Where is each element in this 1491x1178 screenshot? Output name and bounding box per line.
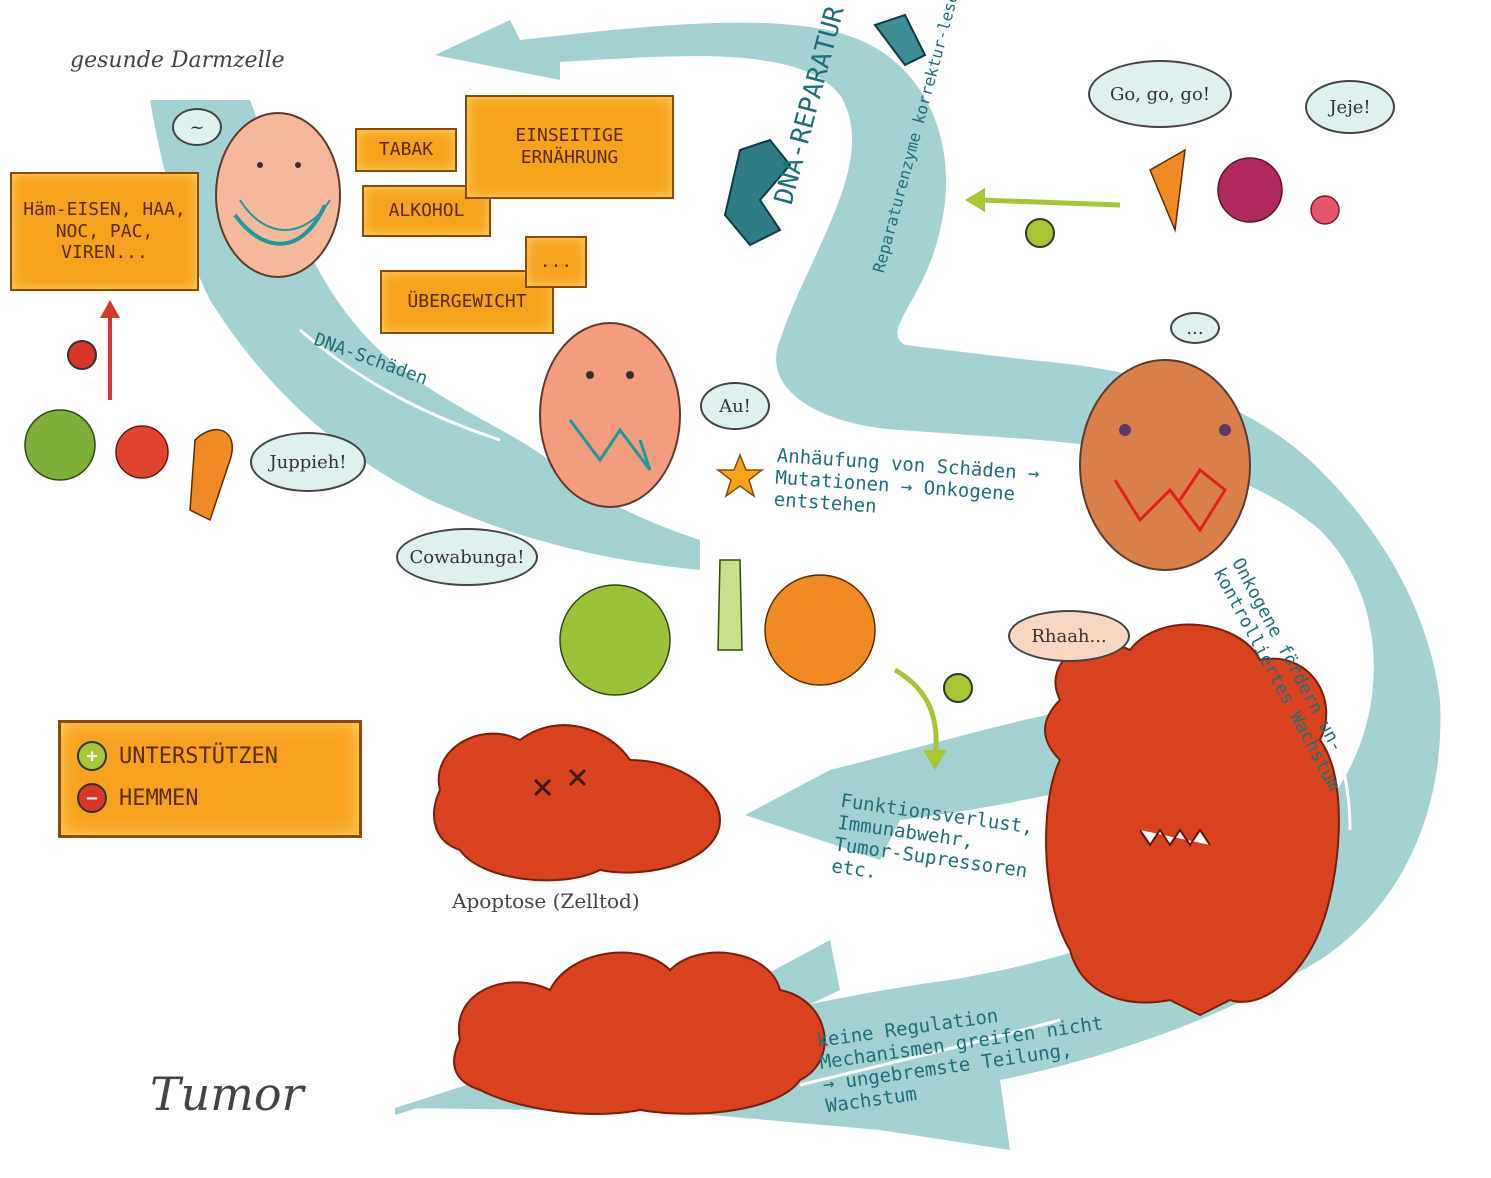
bubble-rhaah: Rhaah... bbox=[1008, 610, 1130, 662]
apoptosis-label: Apoptose (Zelltod) bbox=[452, 890, 640, 913]
tumor-label: Tumor bbox=[150, 1068, 304, 1121]
onion-icon bbox=[765, 575, 875, 685]
carrot-icon bbox=[190, 430, 232, 520]
carrot-icon bbox=[1150, 150, 1185, 230]
bubble-gogogo: Go, go, go! bbox=[1088, 60, 1232, 128]
veggies-top-right bbox=[1150, 150, 1339, 230]
legend-inhibit-label: HEMMEN bbox=[119, 786, 198, 811]
veggies-left bbox=[25, 410, 232, 520]
plus-icon: + bbox=[77, 741, 107, 771]
radish-icon bbox=[1311, 196, 1339, 224]
healthy-cell bbox=[216, 113, 340, 277]
legend-support-label: UNTERSTÜTZEN bbox=[119, 744, 278, 769]
bubble-ah: Au! bbox=[700, 382, 770, 430]
factor-tabak: TABAK bbox=[355, 128, 457, 172]
star-icon bbox=[718, 455, 762, 496]
legend-row-support: + UNTERSTÜTZEN bbox=[77, 741, 278, 771]
leek-icon bbox=[718, 560, 742, 650]
bubble-jeje: Jeje! bbox=[1305, 80, 1395, 134]
bubble-cowabunga: Cowabunga! bbox=[396, 528, 538, 586]
support-arrow-top bbox=[965, 188, 1120, 247]
legend-row-inhibit: − HEMMEN bbox=[77, 783, 198, 813]
tomato-icon bbox=[116, 426, 168, 478]
apoptotic-cell bbox=[434, 725, 720, 880]
bubble-cell-sigh: ~ bbox=[172, 108, 222, 146]
healthy-cell-label: gesunde Darmzelle bbox=[70, 48, 285, 73]
mutated-cell bbox=[1080, 360, 1250, 570]
broccoli-icon bbox=[25, 410, 95, 480]
factor-more: ... bbox=[525, 236, 587, 288]
cabbage-icon bbox=[560, 585, 670, 695]
bubble-juppieh: Juppieh! bbox=[250, 432, 366, 492]
veggies-middle bbox=[560, 560, 875, 695]
factor-ernaehrung: EINSEITIGE ERNÄHRUNG bbox=[465, 95, 674, 199]
factor-haem: Häm-EISEN, HAA, NOC, PAC, VIREN... bbox=[10, 172, 199, 291]
bubble-dots: ... bbox=[1170, 312, 1220, 344]
minus-icon: − bbox=[77, 783, 107, 813]
tumor-colony bbox=[454, 953, 825, 1114]
beet-icon bbox=[1218, 158, 1282, 222]
legend: + UNTERSTÜTZEN − HEMMEN bbox=[58, 720, 362, 838]
inhibit-arrow-left bbox=[68, 300, 120, 400]
